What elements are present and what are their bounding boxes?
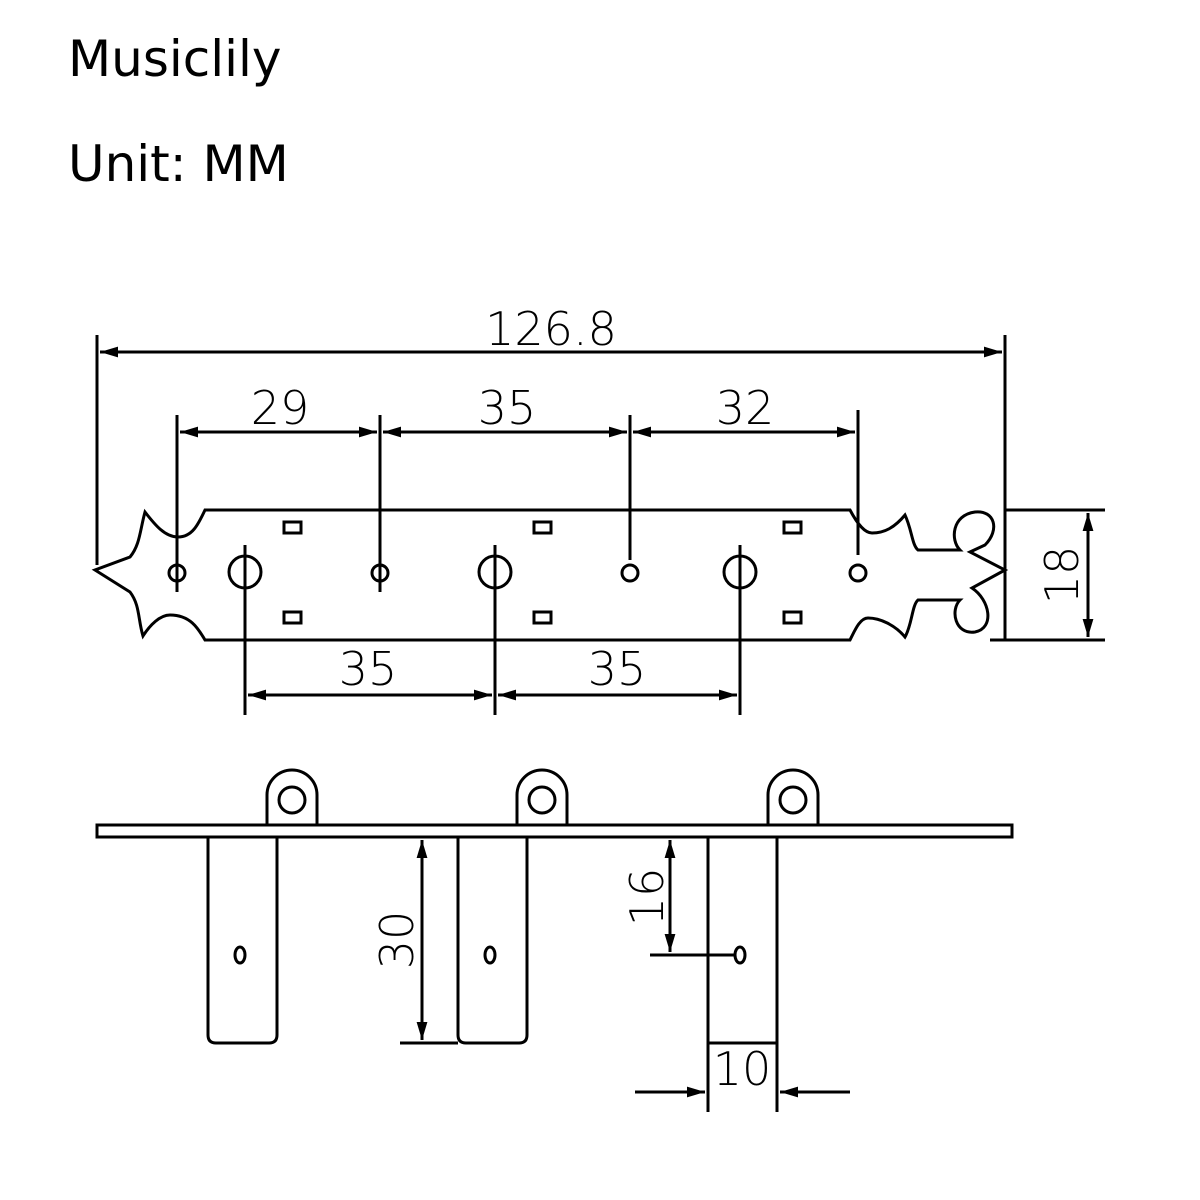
dim-label-16: 16 — [620, 868, 674, 927]
dim-label-35: 35 — [478, 381, 537, 435]
dim-label-10: 10 — [713, 1042, 772, 1096]
dim-label-overall: 126.8 — [485, 302, 617, 356]
post-holes — [227, 545, 758, 715]
dimension-leg-length: 30 — [370, 840, 458, 1045]
dim-label-29: 29 — [251, 381, 310, 435]
mounting-holes — [167, 563, 868, 583]
dim-label-35b: 35 — [588, 642, 647, 696]
dimension-plate-width: 18 — [990, 508, 1105, 642]
dimension-leg-width: 10 — [635, 1042, 850, 1098]
dimension-hole-depth: 16 — [620, 840, 735, 957]
dim-label-35a: 35 — [339, 642, 398, 696]
dim-label-32: 32 — [716, 381, 775, 435]
dimension-post-spacing: 35 35 — [248, 642, 737, 701]
brand-title: Musiclily — [68, 30, 282, 88]
dimension-overall-length: 126.8 — [95, 302, 1007, 640]
slots — [282, 520, 803, 625]
dim-label-30: 30 — [370, 911, 424, 970]
dimension-hole-spacing: 29 35 32 — [175, 381, 860, 592]
unit-label: Unit: MM — [68, 135, 289, 193]
plate-outline — [91, 508, 1009, 642]
side-view — [95, 768, 1014, 1112]
dim-label-18: 18 — [1035, 546, 1089, 605]
